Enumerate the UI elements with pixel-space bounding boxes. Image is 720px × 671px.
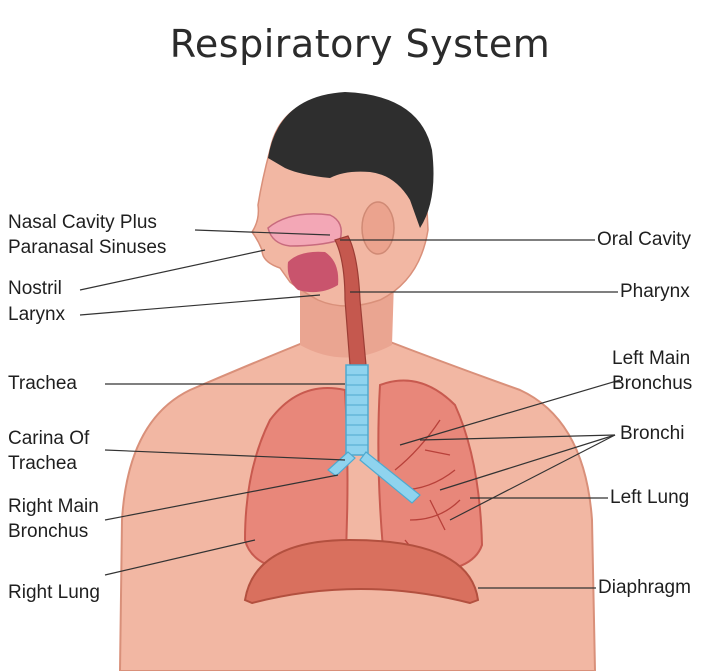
label-oral-cavity: Oral Cavity: [597, 229, 691, 250]
diaphragm-shape: [243, 538, 480, 605]
label-right-main-bronchus: Right Main Bronchus: [8, 496, 99, 542]
right-bronchus-shape: [327, 451, 356, 477]
label-pharynx: Pharynx: [620, 281, 690, 302]
label-carina: Carina Of Trachea: [8, 428, 90, 474]
trachea-rings: [346, 374, 368, 446]
label-nasal-cavity: Nasal Cavity Plus Paranasal Sinuses: [8, 212, 167, 258]
left-bronchus-shape: [359, 451, 421, 504]
leader-lines: [79, 229, 621, 589]
ear: [361, 201, 395, 255]
label-diaphragm: Diaphragm: [598, 577, 691, 598]
trachea-shape: [345, 364, 369, 456]
label-left-lung: Left Lung: [610, 487, 690, 508]
label-nostril: Nostril: [8, 278, 62, 299]
right-lung-shape: [243, 387, 349, 573]
page-title: Respiratory System: [169, 22, 551, 66]
oral-cavity: [287, 251, 339, 293]
label-trachea: Trachea: [8, 373, 77, 394]
hair: [268, 92, 434, 228]
label-bronchi: Bronchi: [620, 423, 685, 444]
label-left-main-bronchus: Left Main Bronchus: [612, 348, 693, 394]
larynx-tube: [334, 235, 367, 366]
label-larynx: Larynx: [8, 304, 66, 325]
label-right-lung: Right Lung: [8, 582, 100, 603]
